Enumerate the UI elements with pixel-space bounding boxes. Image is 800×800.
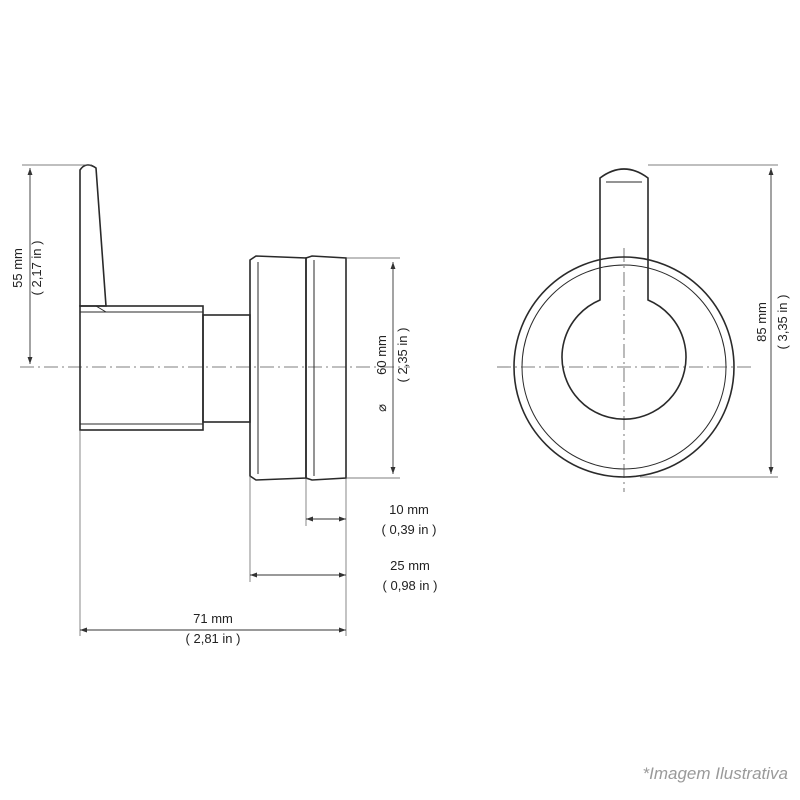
dim-lever-height-mm: 55 mm [10,248,25,288]
dim-lever-height-in: ( 2,17 in ) [29,241,44,296]
dim-plate-depth-mm: 25 mm [390,558,430,573]
outer-ring-inner-circle [521,264,727,470]
neck [202,314,251,423]
outer-ring-circle [513,256,735,478]
lever-and-hub-outline [561,168,687,420]
dim-total-depth-in: ( 2,81 in ) [186,631,241,646]
dim-diameter-in: ( 2,35 in ) [395,328,410,383]
front-view: 85 mm ( 3,35 in ) [497,164,790,492]
lever-join-line [95,305,107,313]
side-view: 55 mm ( 2,17 in ) ⌀ 60 mm ( 2,35 in ) 10… [10,164,438,646]
lever-profile [79,164,107,307]
dim-plate-depth-in: ( 0,98 in ) [383,578,438,593]
dim-ring-depth-mm: 10 mm [389,502,429,517]
base-cylinder [79,305,204,431]
finish-ring [305,255,347,481]
dim-total-depth-mm: 71 mm [193,611,233,626]
dim-front-height-mm: 85 mm [754,302,769,342]
dim-diameter-mm: 60 mm [374,335,389,375]
dim-ring-depth-in: ( 0,39 in ) [382,522,437,537]
dim-front-height-in: ( 3,35 in ) [775,295,790,350]
illustrative-caption: *Imagem Ilustrativa [643,764,789,783]
dim-diameter-symbol: ⌀ [374,404,389,412]
